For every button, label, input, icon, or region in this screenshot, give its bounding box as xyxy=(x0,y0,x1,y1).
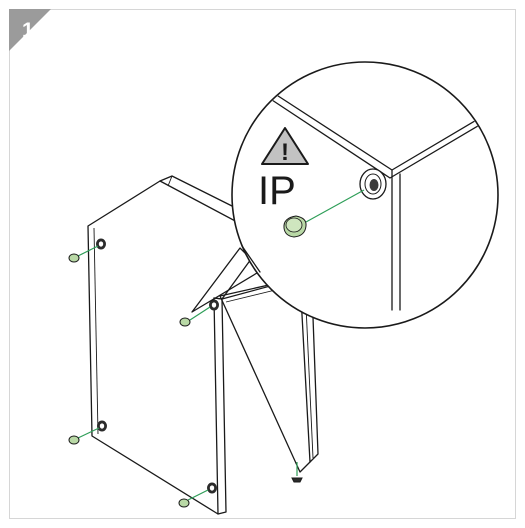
warning-mark: ! xyxy=(281,139,289,166)
step-frame xyxy=(9,9,516,519)
lid-screws xyxy=(96,238,219,494)
loose-plugs xyxy=(68,253,303,508)
detail-callout xyxy=(191,61,499,329)
warning-icon: ! xyxy=(261,127,309,166)
step-number: 1 xyxy=(22,19,34,42)
step-badge: 1 xyxy=(9,9,51,51)
plug-guides xyxy=(77,245,298,501)
ip-rating-label: IP xyxy=(258,169,296,213)
